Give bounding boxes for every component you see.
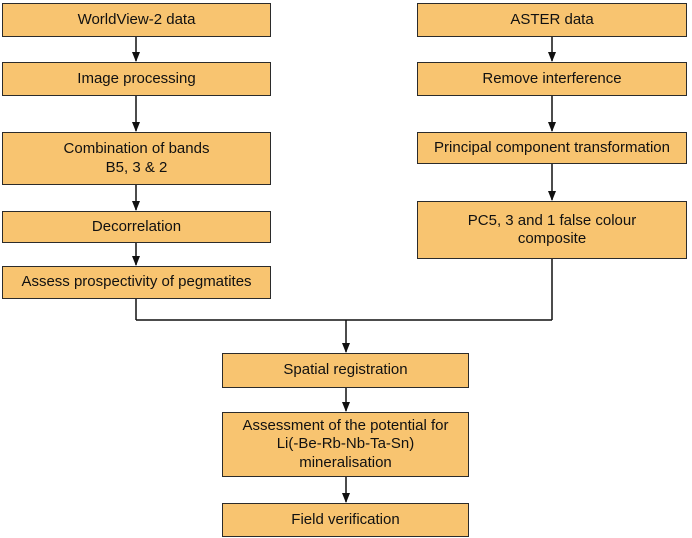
false-colour-composite-box: PC5, 3 and 1 false colour composite — [417, 201, 687, 259]
remove-interference-label: Remove interference — [482, 69, 622, 87]
assess-prospectivity-label: Assess prospectivity of pegmatites — [21, 273, 252, 291]
potential-assessment-label: Assessment of the potential for Li(-Be-R… — [242, 417, 449, 471]
aster-data-label: ASTER data — [510, 10, 594, 28]
decorrelation-box: Decorrelation — [2, 211, 271, 243]
assess-prospectivity-box: Assess prospectivity of pegmatites — [2, 266, 271, 299]
spatial-registration-label: Spatial registration — [283, 361, 408, 379]
worldview-data-label: WorldView-2 data — [77, 10, 196, 28]
field-verification-label: Field verification — [291, 510, 400, 528]
spatial-registration-box: Spatial registration — [222, 353, 469, 388]
decorrelation-label: Decorrelation — [91, 217, 182, 235]
principal-component-label: Principal component transformation — [434, 138, 670, 156]
band-combination-label: Combination of bands B5, 3 & 2 — [63, 140, 210, 176]
band-combination-box: Combination of bands B5, 3 & 2 — [2, 132, 271, 185]
potential-assessment-box: Assessment of the potential for Li(-Be-R… — [222, 412, 469, 477]
principal-component-box: Principal component transformation — [417, 132, 687, 164]
field-verification-box: Field verification — [222, 503, 469, 537]
remove-interference-box: Remove interference — [417, 62, 687, 96]
image-processing-box: Image processing — [2, 62, 271, 96]
aster-data-box: ASTER data — [417, 3, 687, 37]
worldview-data-box: WorldView-2 data — [2, 3, 271, 37]
image-processing-label: Image processing — [77, 69, 196, 87]
false-colour-composite-label: PC5, 3 and 1 false colour composite — [467, 211, 637, 247]
